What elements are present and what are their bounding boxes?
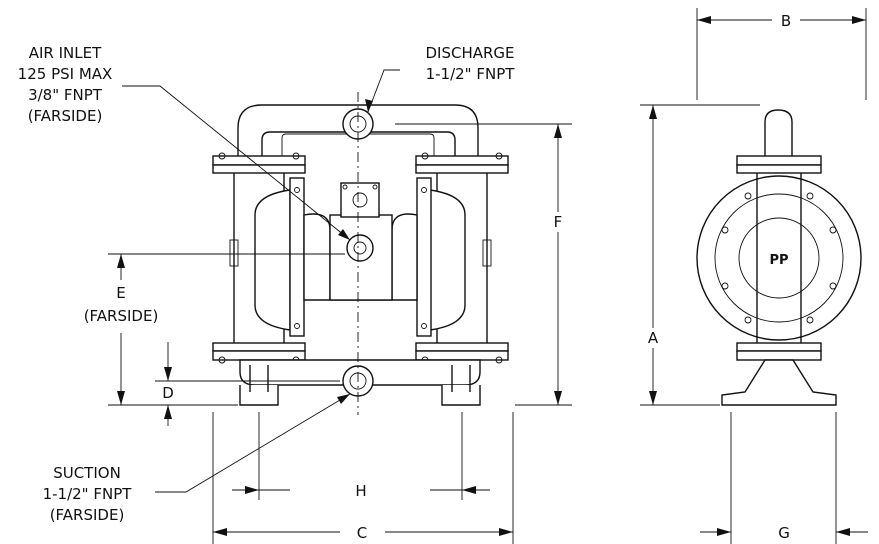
dimension-g: G — [700, 412, 868, 544]
suction-label: SUCTION — [53, 464, 121, 482]
front-view — [212, 92, 509, 415]
air-inlet-port — [346, 234, 374, 262]
suction-size: 1-1/2" FNPT — [43, 485, 133, 503]
discharge-size: 1-1/2" FNPT — [426, 65, 516, 83]
bottom-left-flange — [212, 342, 306, 352]
right-chamber — [429, 189, 466, 331]
dimension-f-label: F — [554, 213, 563, 231]
suction-side: (FARSIDE) — [50, 506, 125, 524]
side-housing — [696, 175, 862, 341]
air-inlet-callout: AIR INLET 125 PSI MAX 3/8" FNPT (FARSIDE… — [18, 44, 351, 241]
side-view: PP — [696, 109, 862, 406]
dimension-h: H — [232, 412, 490, 500]
dimension-h-label: H — [355, 482, 366, 500]
dimension-c: C — [212, 412, 514, 544]
top-left-flange — [212, 155, 306, 166]
discharge-label: DISCHARGE — [425, 44, 514, 62]
dimension-d-label: D — [162, 384, 174, 402]
dimension-c-label: C — [357, 524, 367, 542]
dimension-d: D — [155, 342, 340, 426]
bottom-right-flange — [415, 342, 509, 352]
dimension-a: A — [640, 104, 760, 406]
logo-mark: PP — [769, 253, 788, 268]
left-chamber — [254, 189, 291, 331]
air-inlet-label: AIR INLET — [29, 44, 102, 62]
dimension-e-note: (FARSIDE) — [84, 307, 159, 325]
discharge-callout: DISCHARGE 1-1/2" FNPT — [365, 44, 516, 113]
air-inlet-size: 3/8" FNPT — [28, 86, 103, 104]
top-right-flange — [415, 155, 509, 166]
dimension-f: F — [395, 123, 572, 406]
dimension-e-label: E — [116, 284, 125, 302]
dimension-e: E (FARSIDE) — [84, 253, 345, 406]
air-inlet-side: (FARSIDE) — [28, 107, 103, 125]
air-inlet-pressure: 125 PSI MAX — [18, 65, 113, 83]
air-valve — [340, 182, 380, 218]
dimension-b-label: B — [781, 12, 791, 30]
dimension-a-label: A — [648, 329, 659, 347]
suction-callout: SUCTION 1-1/2" FNPT (FARSIDE) — [43, 393, 351, 524]
dimension-b: B — [696, 8, 867, 100]
dimension-g-label: G — [778, 524, 790, 542]
